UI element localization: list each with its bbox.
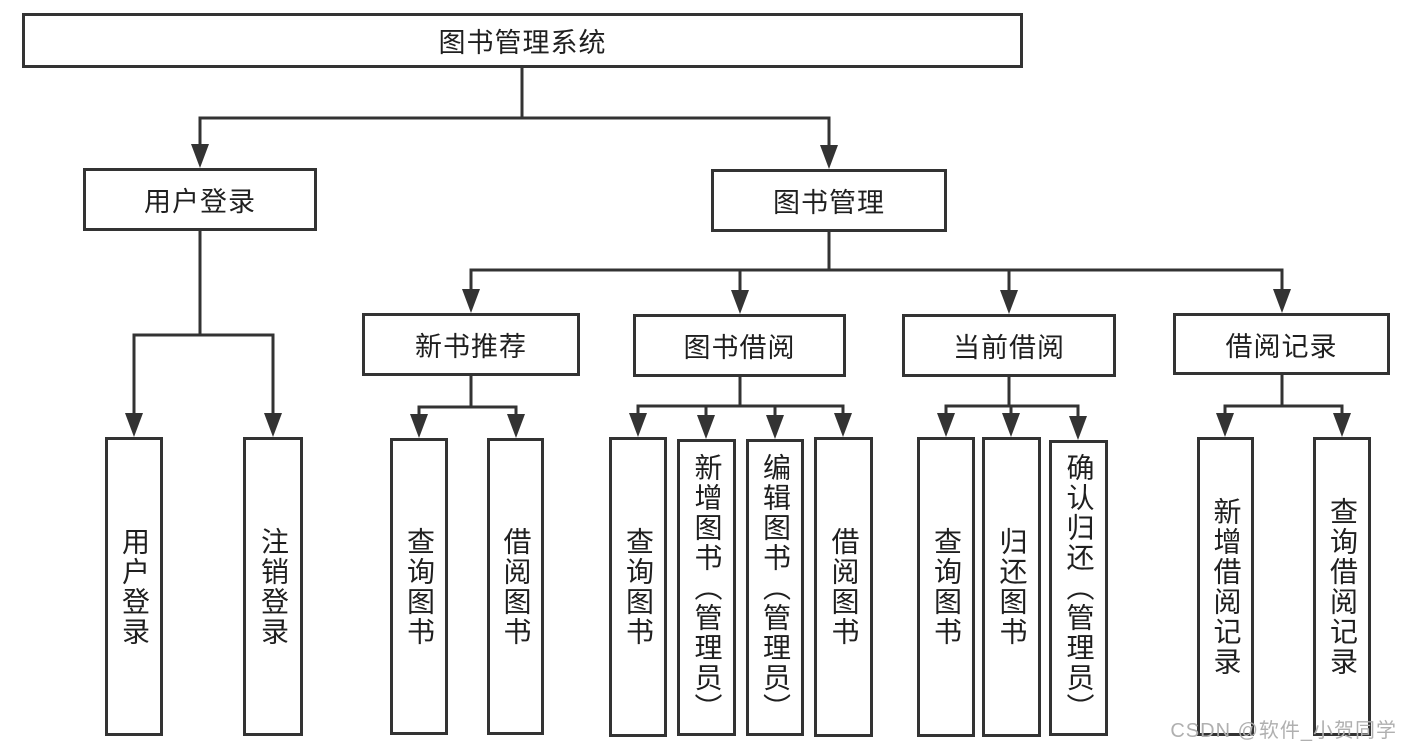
watermark-text: CSDN @软件_小贺同学 [1170,720,1397,742]
node-label: 编辑图书（管理员） [760,452,791,723]
arrowhead-icon [1273,289,1291,313]
arrowhead-icon [1002,413,1020,437]
node-book-borrow: 图书借阅 [633,314,846,377]
node-label: 借阅图书 [500,526,532,647]
arrowhead-icon [264,413,282,437]
node-borrow-books-1: 借阅图书 [487,438,544,735]
node-label: 查询图书 [623,527,654,647]
arrowhead-icon [125,413,143,437]
node-label: 新增借阅记录 [1210,496,1242,677]
node-return-books: 归还图书 [982,437,1041,737]
node-label: 图书借阅 [683,333,796,363]
node-borrow-records: 借阅记录 [1173,313,1390,375]
arrowhead-icon [1216,413,1234,437]
arrowhead-icon [937,413,955,437]
node-add-books-admin: 新增图书（管理员） [677,439,736,736]
node-label: 新书推荐 [415,332,527,362]
node-label: 注销登录 [258,526,289,647]
node-label: 当前借阅 [953,333,1065,363]
arrowhead-icon [820,145,838,169]
arrowhead-icon [191,144,209,168]
node-edit-books-admin: 编辑图书（管理员） [746,439,804,736]
node-label: 确认归还（管理员） [1063,453,1095,723]
node-query-books-3: 查询图书 [917,437,975,737]
node-query-borrow-record: 查询借阅记录 [1313,437,1371,736]
arrowhead-icon [629,413,647,437]
node-confirm-return-admin: 确认归还（管理员） [1049,440,1108,736]
node-label: 查询图书 [404,526,435,647]
node-user-login-leaf: 用户登录 [105,437,163,736]
node-user-login: 用户登录 [83,168,317,231]
node-current-borrow: 当前借阅 [902,314,1116,377]
node-label: 用户登录 [144,187,256,217]
node-label: 图书管理系统 [438,28,607,58]
node-label: 归还图书 [996,527,1028,647]
node-label: 查询图书 [931,527,962,647]
arrowhead-icon [1000,290,1018,314]
node-label: 借阅图书 [828,527,860,647]
node-label: 查询借阅记录 [1327,496,1358,677]
edge-lines [132,66,1344,426]
node-label: 用户登录 [119,526,150,647]
node-add-borrow-record: 新增借阅记录 [1197,437,1254,736]
arrowhead-icon [834,413,852,437]
node-new-book-recommend: 新书推荐 [362,313,580,376]
node-book-management: 图书管理 [711,169,947,232]
node-query-books-1: 查询图书 [390,438,448,735]
node-query-books-2: 查询图书 [609,437,667,737]
arrowhead-icon [1333,413,1351,437]
node-logout-leaf: 注销登录 [243,437,303,736]
arrowhead-icon [507,414,525,438]
arrowhead-icon [1069,416,1087,440]
arrowhead-icon [766,415,784,439]
node-label: 新增图书（管理员） [691,452,723,723]
arrowhead-icon [410,414,428,438]
arrowhead-icon [731,290,749,314]
arrowhead-icon [462,289,480,313]
arrowhead-icon [697,415,715,439]
node-root: 图书管理系统 [22,13,1023,68]
node-label: 图书管理 [773,188,885,218]
node-borrow-books-2: 借阅图书 [814,437,873,737]
node-label: 借阅记录 [1225,331,1338,362]
